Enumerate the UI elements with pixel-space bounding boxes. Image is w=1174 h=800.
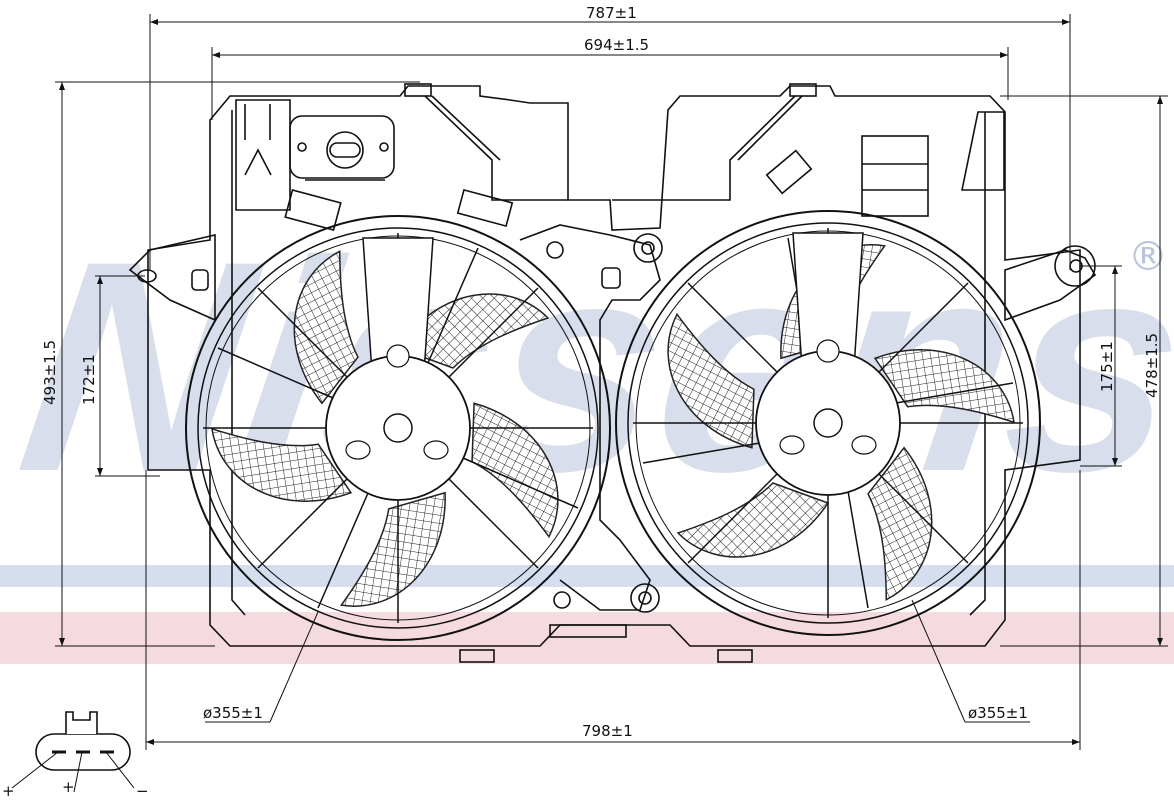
connector-pin-3-label: − [136,782,149,800]
dim-left-mount-spacing: 172±1 [80,354,98,405]
dim-fan-right-diameter: ø355±1 [968,704,1028,722]
watermark-registered-mark: ® [1128,234,1168,280]
dim-bottom-width: 798±1 [582,722,633,740]
shroud-frame [128,83,1097,663]
connector-pin-2-label: + [62,778,75,796]
fan-left [185,215,611,641]
connector-diagram [11,711,135,793]
watermark-brand: Nissens [5,198,1174,533]
connector-pin-1-label: + [2,782,15,800]
watermark-band-blue [0,565,1174,587]
dim-fan-left-diameter: ø355±1 [203,704,263,722]
dim-overall-width-top: 787±1 [586,4,637,22]
watermark-band-pink [0,612,1174,664]
dim-right-mount-spacing: 175±1 [1098,341,1116,392]
dimension-lines [55,14,1168,750]
dim-left-height: 493±1.5 [41,340,59,405]
fan-right [615,210,1041,636]
dim-right-height: 478±1.5 [1143,333,1161,398]
arrow-heads [59,19,1163,745]
dim-shroud-width: 694±1.5 [584,36,649,54]
